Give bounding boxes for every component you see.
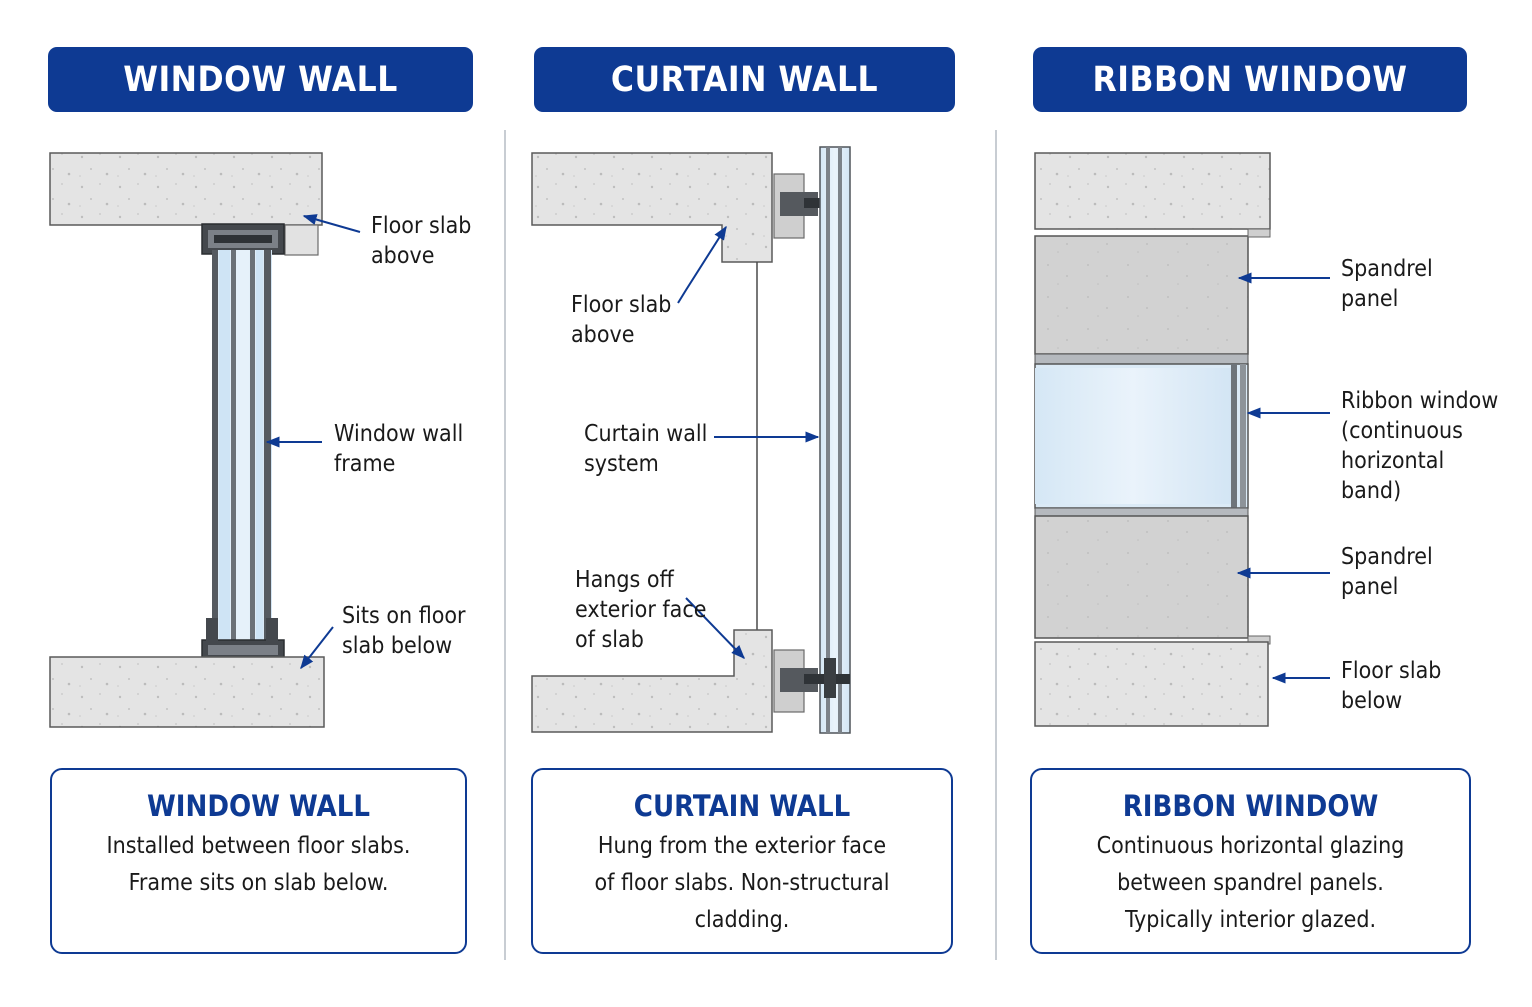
header-window-wall: WINDOW WALL (48, 47, 473, 112)
label-hangs-off-exterior: Hangs off exterior face of slab (575, 567, 707, 653)
header-ribbon-window: RIBBON WINDOW (1033, 47, 1467, 112)
label-floor-slab-above: Floor slab above (571, 292, 672, 348)
label-floor-slab-below: Floor slab below (1341, 658, 1442, 714)
label-window-wall-frame: Window wall frame (334, 421, 464, 477)
column-divider (504, 130, 506, 960)
ribbon-window-diagram (1034, 152, 1330, 727)
label-floor-slab-above: Floor slab above (371, 213, 472, 269)
description-text: Installed between floor slabs. Frame sit… (106, 833, 411, 896)
window-wall-diagram (49, 152, 361, 728)
description-title: RIBBON WINDOW (1122, 789, 1379, 823)
window-wall-description: WINDOW WALL Installed between floor slab… (50, 768, 467, 954)
curtain-wall-description: CURTAIN WALL Hung from the exterior face… (531, 768, 953, 954)
label-spandrel-panel-upper: Spandrel panel (1341, 256, 1433, 312)
description-title: CURTAIN WALL (633, 789, 851, 823)
curtain-wall-diagram (531, 146, 851, 734)
description-text: Continuous horizontal glazing between sp… (1096, 833, 1405, 933)
label-curtain-wall-system: Curtain wall system (584, 421, 708, 477)
label-ribbon-window: Ribbon window (continuous horizontal ban… (1341, 388, 1499, 504)
label-sits-on-floor-slab: Sits on floor slab below (342, 603, 466, 659)
ribbon-window-description: RIBBON WINDOW Continuous horizontal glaz… (1030, 768, 1471, 954)
label-spandrel-panel-lower: Spandrel panel (1341, 544, 1433, 600)
description-text: Hung from the exterior face of floor sla… (594, 833, 890, 933)
column-divider (995, 130, 997, 960)
header-curtain-wall: CURTAIN WALL (534, 47, 955, 112)
description-title: WINDOW WALL (147, 789, 370, 823)
